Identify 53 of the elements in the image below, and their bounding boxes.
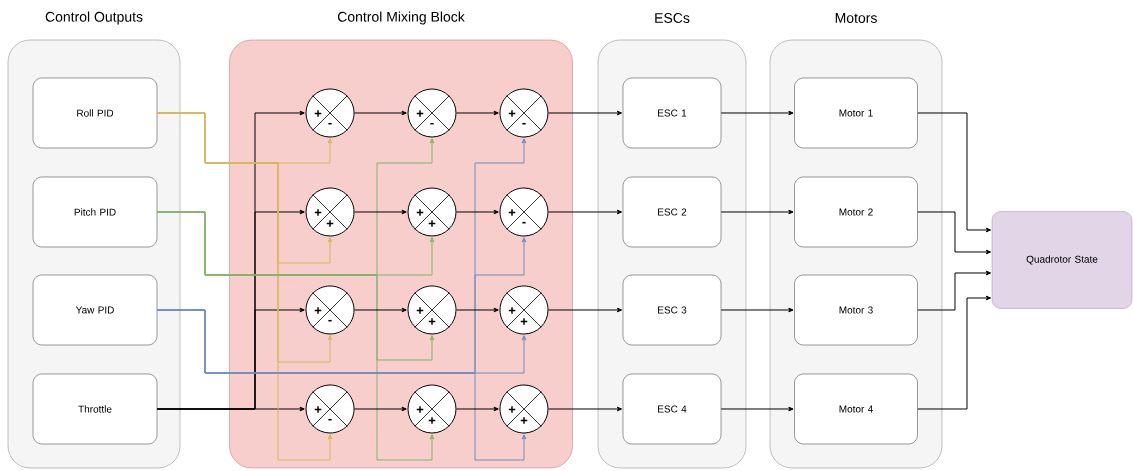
node-label: Control Outputs	[45, 11, 143, 25]
summing-junction: + +	[407, 384, 457, 434]
arrow	[917, 112, 992, 233]
node-label: ESCs	[655, 13, 690, 23]
summing-junction: + +	[407, 285, 457, 335]
process-box: ESC 2	[622, 176, 722, 248]
process-box: Motor 1	[794, 77, 918, 149]
arrow	[156, 309, 527, 461]
node-label: Control Mixing Block	[337, 11, 465, 25]
arrow	[354, 406, 407, 412]
process-box: Roll PID	[32, 77, 158, 149]
process-box: Motor 4	[794, 373, 918, 445]
arrow	[548, 406, 623, 412]
arrow	[548, 110, 623, 116]
process-box: ESC 3	[622, 274, 722, 346]
process-box: Motor 3	[794, 274, 918, 346]
summing-junction: + +	[499, 384, 549, 434]
arrow	[156, 112, 333, 461]
summing-junction: + +	[499, 285, 549, 335]
arrow	[354, 209, 407, 215]
arrow	[917, 211, 992, 255]
arrow	[456, 209, 499, 215]
summing-junction: + +	[407, 187, 457, 237]
summing-junction: + -	[499, 88, 549, 138]
summing-junction: + -	[305, 88, 355, 138]
summing-junction: + -	[305, 285, 355, 335]
process-box: Yaw PID	[32, 274, 158, 346]
arrow	[456, 406, 499, 412]
arrow	[456, 110, 499, 116]
summing-junction: + -	[499, 187, 549, 237]
arrow	[156, 211, 435, 461]
process-box: Throttle	[32, 373, 158, 445]
arrow	[354, 110, 407, 116]
summing-junction: + -	[407, 88, 457, 138]
node-label: Motors	[835, 13, 877, 23]
summing-junction: + -	[305, 384, 355, 434]
arrow	[354, 307, 407, 313]
process-box: Motor 2	[794, 176, 918, 248]
arrow	[720, 209, 794, 215]
arrow	[548, 307, 623, 313]
process-box: ESC 1	[622, 77, 722, 149]
arrow	[720, 406, 794, 412]
arrow	[720, 110, 794, 116]
arrow	[917, 270, 992, 311]
process-box: ESC 4	[622, 373, 722, 445]
summing-junction: + +	[305, 187, 355, 237]
arrow	[456, 307, 499, 313]
process-box: Pitch PID	[32, 176, 158, 248]
state-box: Quadrotor State	[991, 211, 1133, 309]
arrow	[156, 406, 305, 412]
arrow	[917, 295, 992, 410]
arrow	[720, 307, 794, 313]
arrow	[548, 209, 623, 215]
